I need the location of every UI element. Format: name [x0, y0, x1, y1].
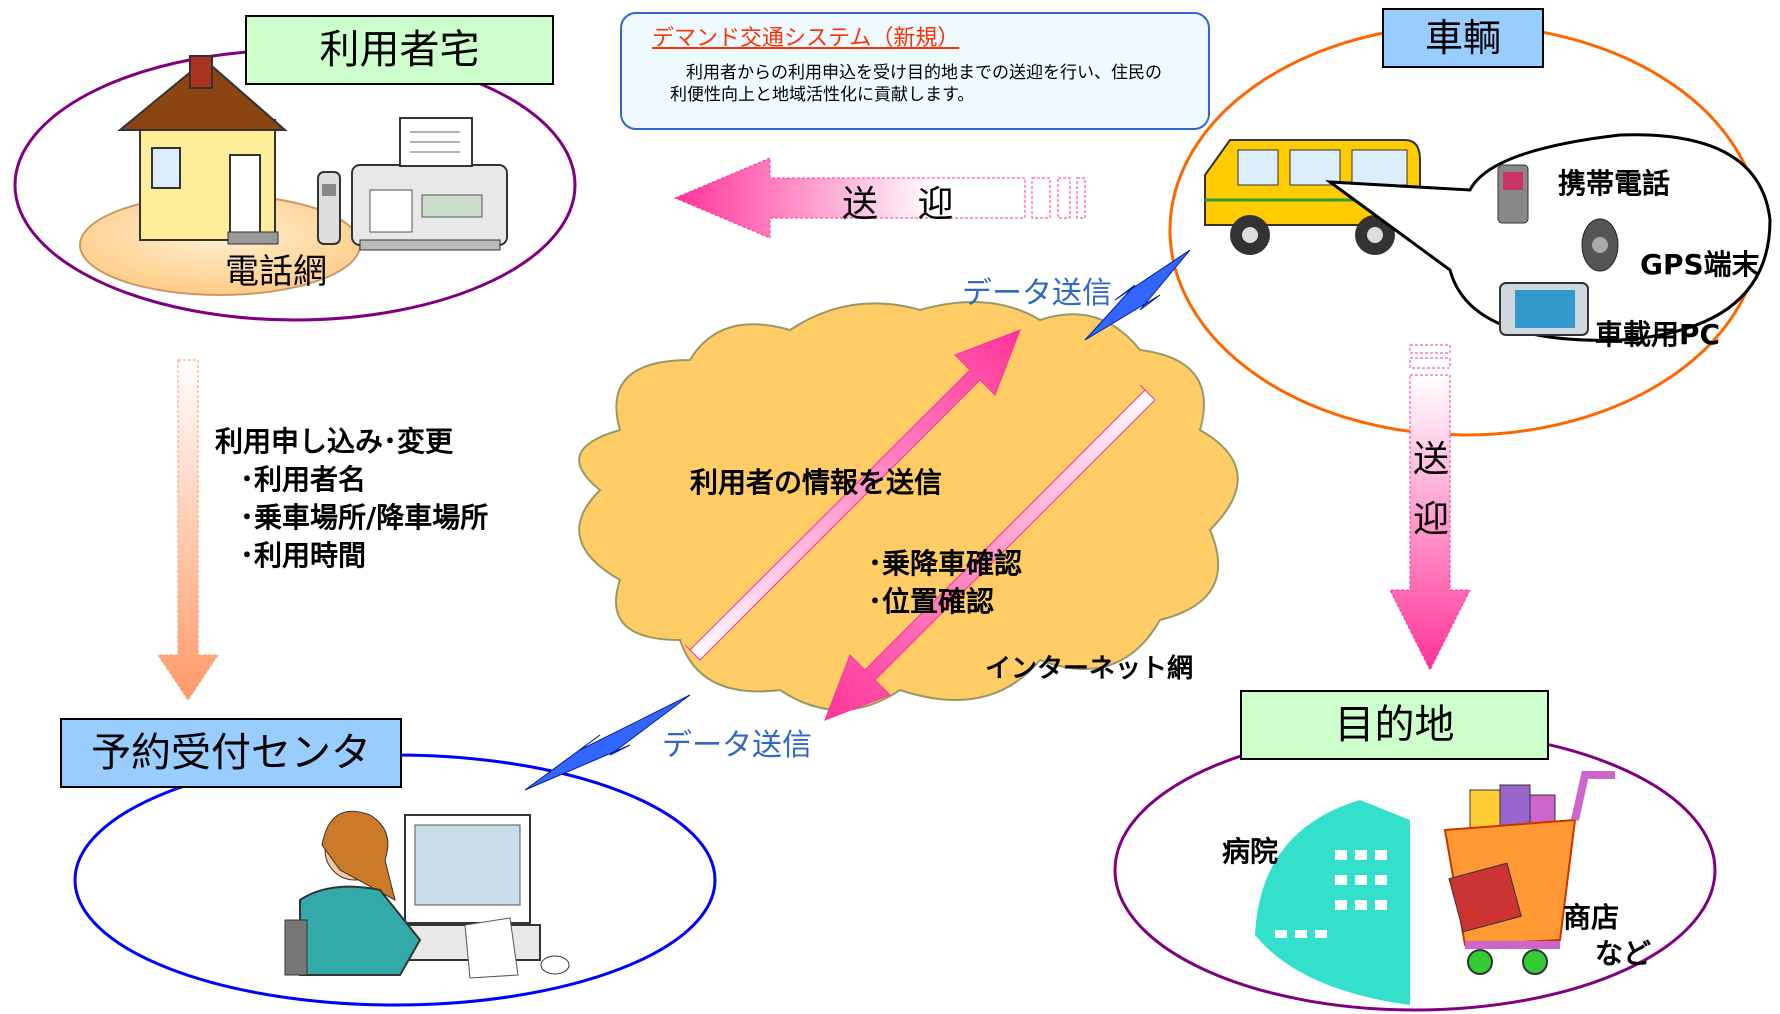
device-mobile-label: 携帯電話 — [1558, 167, 1671, 200]
application-item-place: ･乗車場所/降車場所 — [240, 501, 489, 534]
hospital-label: 病院 — [1222, 835, 1279, 868]
reservation-center-label: 予約受付センタ — [60, 718, 402, 788]
application-item-name: ･利用者名 — [240, 463, 367, 496]
system-title: デマンド交通システム（新規） — [652, 26, 960, 51]
application-heading: 利用申し込み･変更 — [215, 425, 454, 458]
operator-icon — [284, 810, 570, 979]
lightning-icon — [524, 249, 1191, 791]
gps-device-icon — [1581, 218, 1619, 272]
application-arrow-down — [157, 359, 219, 701]
user-home-label: 利用者宅 — [245, 15, 554, 85]
confirm-boarding-label: ･乗降車確認 — [868, 547, 1023, 580]
shopping-cart-icon — [1443, 771, 1615, 975]
shop-label: 商店 — [1563, 901, 1620, 934]
diagonal-arrow-down — [824, 384, 1156, 721]
fax-phone-icon — [317, 117, 508, 251]
data-send-label-top: データ送信 — [962, 276, 1112, 311]
confirm-position-label: ･位置確認 — [868, 585, 995, 618]
data-send-label-bottom: データ送信 — [662, 728, 812, 763]
transport-arrow-down — [1389, 344, 1471, 672]
car-pc-icon — [1499, 282, 1589, 336]
send-user-info-label: 利用者の情報を送信 — [690, 466, 943, 499]
vehicle-label: 車輌 — [1382, 8, 1544, 68]
diagonal-arrow-up — [684, 329, 1021, 661]
etc-label: など — [1595, 937, 1652, 970]
system-description: 利用者からの利用申込を受け目的地までの送迎を行い、住民の利便性向上と地域活性化に… — [670, 63, 1162, 105]
device-carpc-label: 車載用PC — [1595, 318, 1721, 351]
destination-label: 目的地 — [1240, 690, 1549, 760]
transport-down-label-1: 送 — [1413, 439, 1450, 480]
transport-down-label-2: 迎 — [1413, 499, 1450, 540]
house-icon — [79, 55, 361, 296]
transport-left-label: 送 迎 — [842, 184, 968, 225]
internet-network-label: インターネット網 — [985, 654, 1194, 684]
telephone-network-label: 電話網 — [225, 252, 327, 292]
system-info-box: デマンド交通システム（新規） 利用者からの利用申込を受け目的地までの送迎を行い、… — [620, 12, 1210, 130]
hospital-icon — [1255, 800, 1410, 1005]
device-gps-label: GPS端末 — [1640, 248, 1760, 281]
mobile-phone-icon — [1497, 164, 1529, 224]
application-item-time: ･利用時間 — [240, 539, 367, 572]
transport-arrow-left — [673, 157, 1086, 239]
